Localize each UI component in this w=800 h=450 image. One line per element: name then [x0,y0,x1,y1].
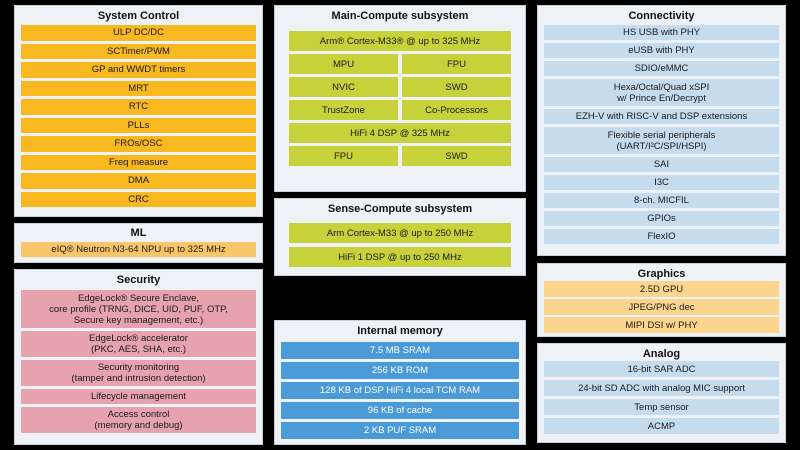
sense-core: Arm Cortex-M33 @ up to 250 MHz [289,223,511,243]
security-panel: Security EdgeLock® Secure Enclave, core … [14,269,263,445]
internal-memory-panel: Internal memory 7.5 MB SRAM 256 KB ROM 1… [274,320,526,445]
mc-nvic: NVIC [289,77,398,97]
connectivity-panel: Connectivity HS USB with PHY eUSB with P… [537,5,786,256]
conn-sdio-emmc: SDIO/eMMC [544,61,779,76]
sc-item-plls: PLLs [21,117,256,133]
analog-sd-adc: 24-bit SD ADC with analog MIC support [544,380,779,396]
mc-dsp-fpu: FPU [289,146,398,166]
sense-hifi1-dsp: HiFi 1 DSP @ up to 250 MHz [289,247,511,267]
mem-puf-sram: 2 KB PUF SRAM [281,422,519,439]
sec-item-secure-enclave: EdgeLock® Secure Enclave, core profile (… [21,290,256,328]
internal-memory-title: Internal memory [357,325,443,337]
analog-panel: Analog 16-bit SAR ADC 24-bit SD ADC with… [537,343,786,443]
conn-serial-peripherals: Flexible serial peripherals (UART/I²C/SP… [544,127,779,154]
conn-hs-usb: HS USB with PHY [544,25,779,40]
sc-item-fros-osc: FROs/OSC [21,136,256,152]
mem-sram: 7.5 MB SRAM [281,342,519,359]
sec-item-security-monitoring: Security monitoring (tamper and intrusio… [21,360,256,386]
sec-item-lifecycle: Lifecycle management [21,389,256,404]
sc-item-rtc: RTC [21,99,256,115]
mc-dsp-swd: SWD [402,146,511,166]
conn-flexio: FlexIO [544,229,779,244]
graphics-panel: Graphics 2.5D GPU JPEG/PNG dec MIPI DSI … [537,263,786,337]
mc-mpu: MPU [289,54,398,74]
sense-compute-title: Sense-Compute subsystem [327,203,473,215]
sec-item-access-control: Access control (memory and debug) [21,407,256,433]
analog-acmp: ACMP [544,418,779,434]
mem-tcm-ram: 128 KB of DSP HiFi 4 local TCM RAM [281,382,519,399]
mc-trustzone: TrustZone [289,100,398,120]
security-title: Security [116,274,161,286]
graphics-title: Graphics [637,268,686,280]
main-compute-panel: Main-Compute subsystem Arm® Cortex-M33® … [274,5,526,192]
ml-title: ML [130,227,147,239]
conn-eusb: eUSB with PHY [544,43,779,58]
mc-swd: SWD [402,77,511,97]
conn-i3c: I3C [544,175,779,190]
gfx-gpu: 2.5D GPU [544,281,779,297]
sc-item-crc: CRC [21,191,256,207]
system-control-panel: System Control ULP DC/DC SCTimer/PWM GP … [14,5,263,217]
analog-title: Analog [642,348,681,360]
connectivity-title: Connectivity [628,10,695,22]
analog-sar-adc: 16-bit SAR ADC [544,361,779,377]
conn-xspi: Hexa/Octal/Quad xSPI w/ Prince En/Decryp… [544,79,779,106]
mc-fpu: FPU [402,54,511,74]
sc-item-freq-measure: Freq measure [21,154,256,170]
analog-temp-sensor: Temp sensor [544,399,779,415]
system-control-title: System Control [97,10,180,22]
sc-item-dma: DMA [21,173,256,189]
main-compute-title: Main-Compute subsystem [331,10,469,22]
mem-cache: 96 KB of cache [281,402,519,419]
conn-gpios: GPIOs [544,211,779,226]
gfx-mipi-dsi: MIPI DSI w/ PHY [544,317,779,333]
gfx-jpeg-png: JPEG/PNG dec [544,299,779,315]
sc-item-gp-wwdt: GP and WWDT timers [21,62,256,78]
sense-compute-panel: Sense-Compute subsystem Arm Cortex-M33 @… [274,198,526,276]
mc-hifi4-dsp: HiFi 4 DSP @ 325 MHz [289,123,511,143]
conn-sai: SAI [544,157,779,172]
sc-item-sctimer-pwm: SCTimer/PWM [21,43,256,59]
conn-micfil: 8-ch. MICFIL [544,193,779,208]
mc-coprocessors: Co-Processors [402,100,511,120]
conn-ezh-v: EZH-V with RISC-V and DSP extensions [544,109,779,124]
ml-item-npu: eIQ® Neutron N3-64 NPU up to 325 MHz [21,242,256,257]
mc-core: Arm® Cortex-M33® @ up to 325 MHz [289,31,511,51]
ml-panel: ML eIQ® Neutron N3-64 NPU up to 325 MHz [14,223,263,263]
sc-item-ulp-dcdc: ULP DC/DC [21,25,256,41]
sc-item-mrt: MRT [21,80,256,96]
mem-rom: 256 KB ROM [281,362,519,379]
sec-item-accelerator: EdgeLock® accelerator (PKC, AES, SHA, et… [21,331,256,357]
